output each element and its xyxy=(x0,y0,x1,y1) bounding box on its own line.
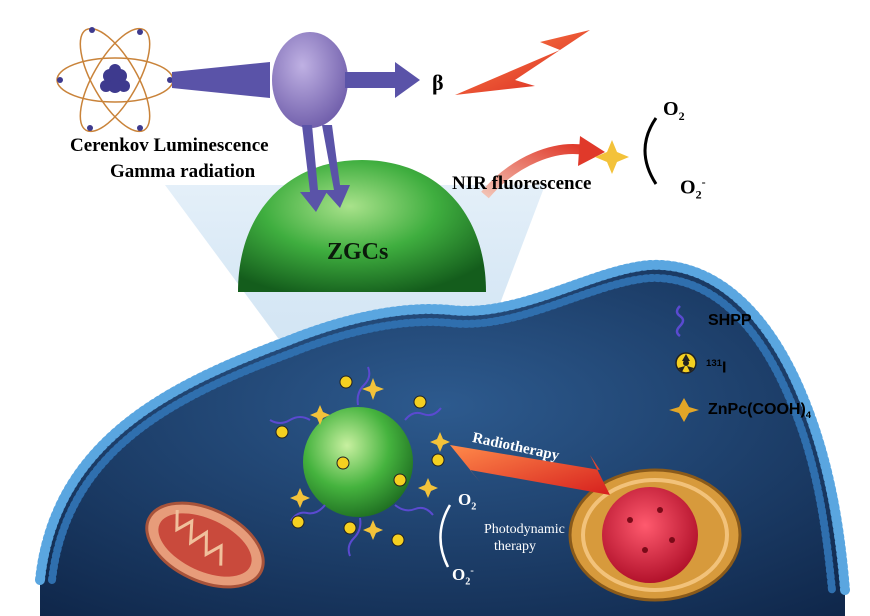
o2-bracket xyxy=(643,117,658,185)
superoxide-cell-label: O2- xyxy=(452,566,474,588)
nir-arrow xyxy=(481,144,586,199)
lens xyxy=(272,32,348,128)
znpc-name: ZnPc(COOH) xyxy=(708,401,806,418)
superoxide-cell-symbol: O xyxy=(452,565,466,584)
superoxide-cell-sup: - xyxy=(470,565,474,577)
o2-top-sub: 2 xyxy=(678,109,685,123)
nir-label: NIR fluorescence xyxy=(452,173,592,194)
lightning-icon xyxy=(455,30,590,95)
zgcs-dome xyxy=(238,160,486,292)
o2-top-symbol: O xyxy=(663,98,679,120)
photodynamic-arc xyxy=(439,504,452,568)
photodynamic-label: Photodynamic xyxy=(484,522,565,537)
znpc-stars xyxy=(290,378,450,540)
superoxide-top-sub: 2 xyxy=(695,187,702,202)
o2-top-label: O2 xyxy=(663,99,685,122)
o2-cell-label: O2 xyxy=(458,491,476,513)
mitochondrion xyxy=(145,501,265,589)
legend-znpc: ZnPc(COOH)4 xyxy=(708,402,811,421)
zgcs-label: ZGCs xyxy=(327,239,389,265)
iodine-131-markers xyxy=(275,375,445,547)
nucleus xyxy=(568,468,742,602)
superoxide-cell-sub: 2 xyxy=(465,576,471,588)
shpp-legend-icon xyxy=(675,305,685,338)
beta-label: β xyxy=(432,70,444,95)
o2-cell-symbol: O xyxy=(458,490,472,509)
znpc-sub: 4 xyxy=(805,410,812,422)
gamma-label: Gamma radiation xyxy=(110,161,256,182)
superoxide-top-sup: - xyxy=(701,175,706,189)
therapy-label: therapy xyxy=(494,539,536,554)
shpp-chains xyxy=(269,366,442,557)
iodine-mass: 131 xyxy=(706,358,723,369)
superoxide-top-symbol: O xyxy=(680,176,696,199)
iodine-legend-icon xyxy=(675,352,697,374)
cerenkov-label: Cerenkov Luminescence xyxy=(70,135,269,156)
cell-membrane-inner xyxy=(48,273,836,594)
o2-cell-sub: 2 xyxy=(471,501,477,513)
radiotherapy-beam xyxy=(450,445,610,495)
nir-arrowhead xyxy=(578,136,605,166)
cell-membrane xyxy=(35,259,850,595)
znpc-legend-icon xyxy=(669,398,699,422)
sparkle-icon xyxy=(595,140,629,174)
zgc-nanoparticle xyxy=(303,407,413,517)
iodine-symbol: I xyxy=(722,359,727,377)
emission-beam xyxy=(172,62,270,98)
atom-nucleus xyxy=(57,27,173,131)
beta-arrow xyxy=(345,62,420,98)
down-arrows xyxy=(300,125,350,212)
legend-shpp: SHPP xyxy=(708,312,752,329)
legend-iodine: 131I xyxy=(706,359,726,376)
superoxide-top-label: O2- xyxy=(680,176,706,201)
